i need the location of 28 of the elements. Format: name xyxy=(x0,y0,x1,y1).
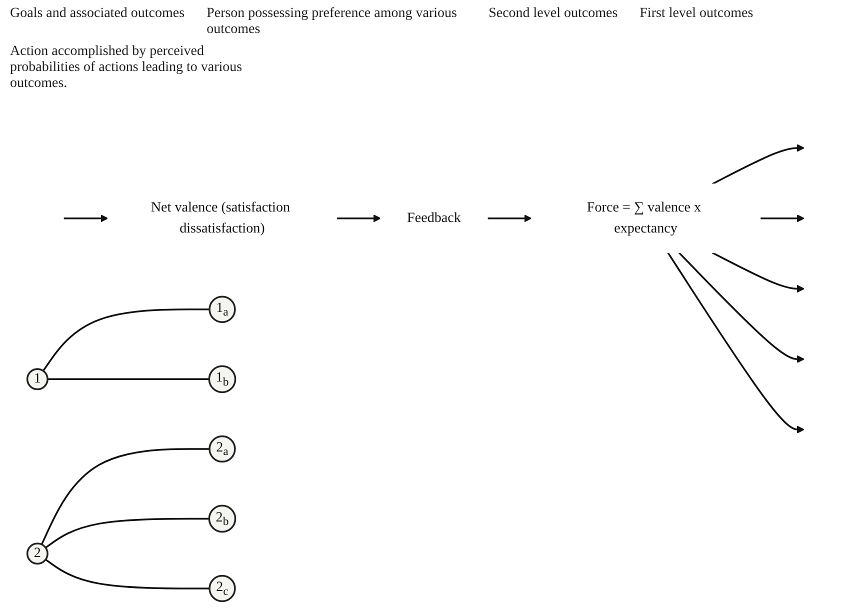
connector xyxy=(42,308,209,372)
connector xyxy=(44,518,209,548)
arrow xyxy=(711,144,804,185)
arrow xyxy=(711,252,804,293)
diagram-label: Second level outcomes xyxy=(488,6,618,23)
arrow xyxy=(678,252,804,364)
node-circle: 2$_{a}$ xyxy=(208,435,236,463)
diagram-label: Action accomplished by perceived probabilities of actions leading to various outcomes. xyxy=(10,44,244,92)
arrow xyxy=(63,214,108,222)
node-circle: 2 xyxy=(26,542,48,565)
arrow xyxy=(486,214,532,222)
arrow xyxy=(666,252,804,434)
node-circle: 1 xyxy=(26,368,48,390)
diagram-label: First level outcomes xyxy=(640,6,754,23)
connector xyxy=(44,558,209,590)
node-circle: 2$_{b}$ xyxy=(208,504,236,533)
arrow xyxy=(336,214,380,222)
node-circle: 2$_{c}$ xyxy=(208,574,236,602)
diagram-label: Goals and associated outcomes xyxy=(10,6,185,23)
node-text: Force = ∑ valence x expectancy xyxy=(586,200,701,236)
node-circle: 1$_{b}$ xyxy=(208,365,236,394)
node-text: Net valence (satisfaction dissatisfaction) xyxy=(150,200,290,236)
arrow xyxy=(760,214,804,222)
diagram-label: Person possessing preference among various outcomes xyxy=(206,6,458,38)
connector xyxy=(40,448,209,545)
connector xyxy=(47,378,209,380)
node-text: Feedback xyxy=(406,210,460,226)
node-circle: 1$_{a}$ xyxy=(208,296,236,323)
